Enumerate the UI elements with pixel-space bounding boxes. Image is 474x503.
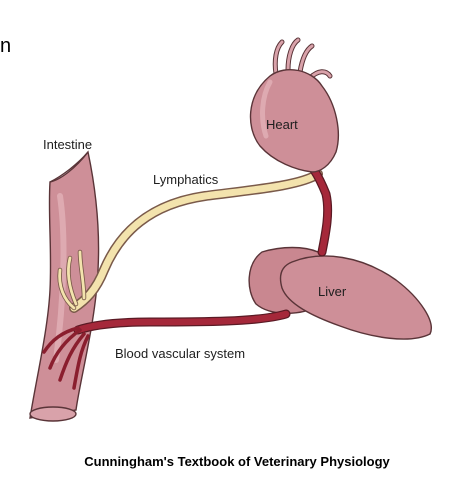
liver <box>248 246 432 340</box>
stray-glyph: n <box>0 35 12 57</box>
heart-body <box>249 69 339 173</box>
label-lymphatics: Lymphatics <box>153 172 219 187</box>
blood-vessel-branch <box>48 328 82 370</box>
blood-vessel-branch <box>58 332 86 382</box>
label-intestine: Intestine <box>43 137 92 152</box>
lymphatic-vessel-lumen <box>70 170 322 312</box>
blood-vessel <box>42 165 333 390</box>
label-blood-vascular-system: Blood vascular system <box>115 346 245 361</box>
intestine-lower-opening <box>29 406 77 422</box>
figure-caption: Cunningham's Textbook of Veterinary Phys… <box>84 454 390 469</box>
lymphatic-vessel <box>57 169 323 313</box>
blood-vessel-branch <box>42 326 80 354</box>
intestine <box>29 150 100 422</box>
label-heart: Heart <box>266 117 298 132</box>
label-liver: Liver <box>318 284 347 299</box>
liver-main-lobe <box>279 255 432 340</box>
blood-vessel-branch <box>72 334 90 390</box>
heart <box>249 37 339 173</box>
